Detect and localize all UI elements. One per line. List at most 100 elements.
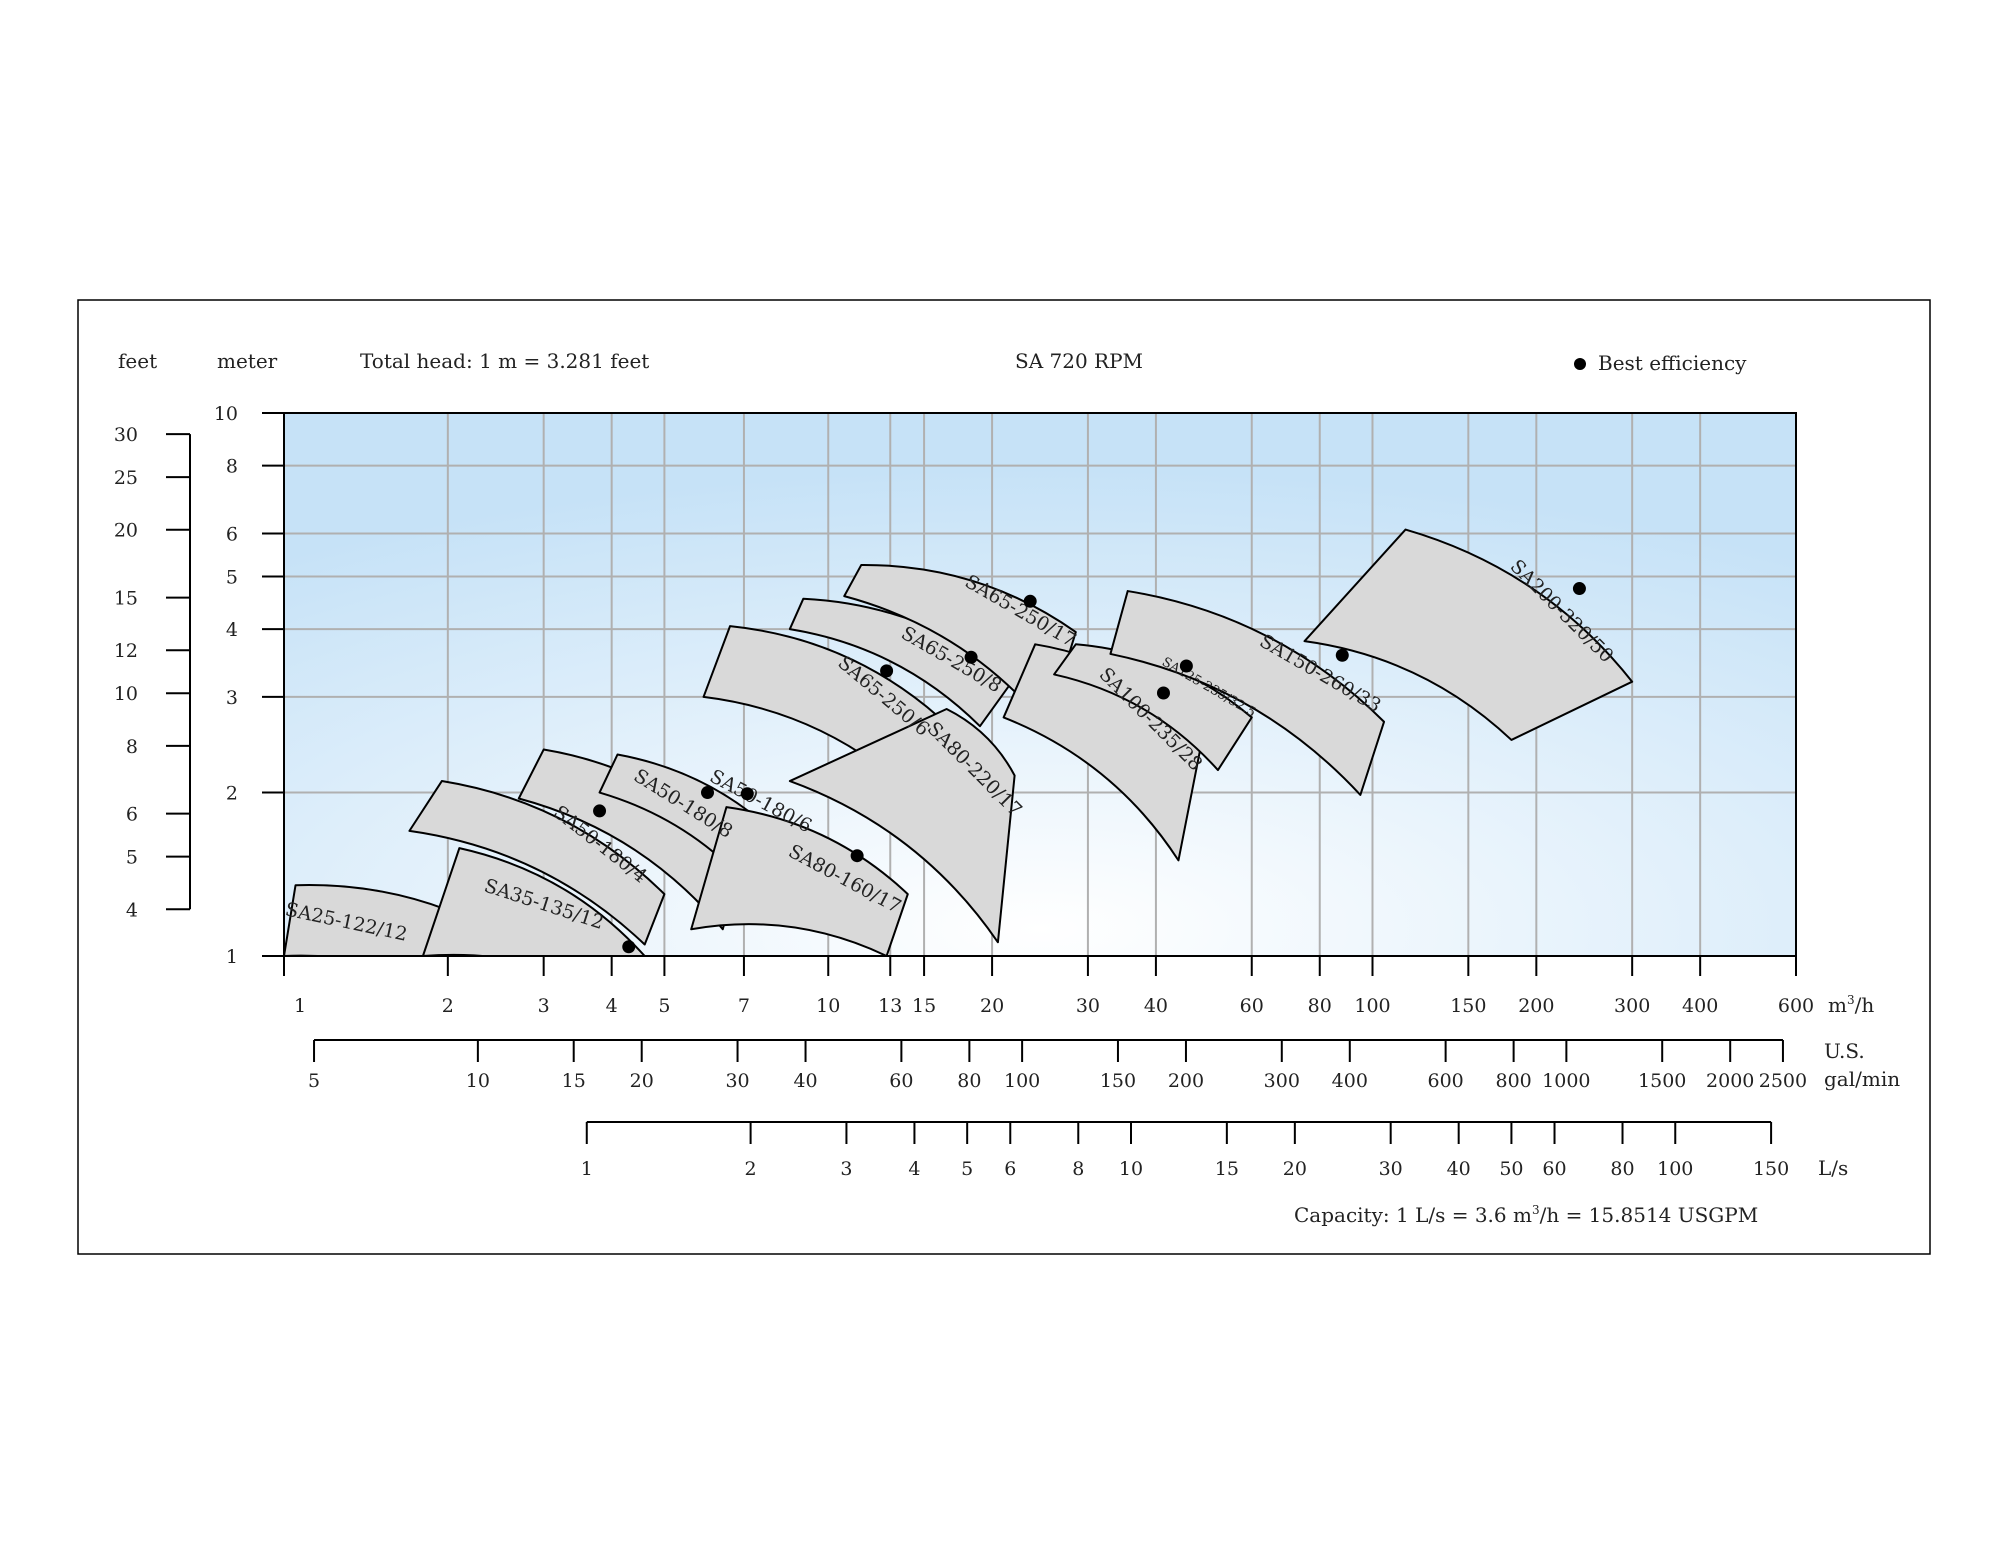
m3h-tick-label: 15 bbox=[912, 995, 936, 1017]
m3h-tick-label: 600 bbox=[1778, 995, 1814, 1017]
gpm-unit-label-2: gal/min bbox=[1824, 1067, 1900, 1091]
m3h-tick-label: 200 bbox=[1518, 995, 1554, 1017]
best-efficiency-point bbox=[1156, 686, 1170, 700]
gpm-tick-label: 40 bbox=[793, 1070, 817, 1092]
capacity-conversion-note: Capacity: 1 L/s = 3.6 m3/h = 15.8514 USG… bbox=[1294, 1203, 1758, 1227]
m3h-tick-label: 13 bbox=[878, 995, 902, 1017]
best-efficiency-point bbox=[622, 940, 636, 954]
ls-tick-label: 150 bbox=[1753, 1158, 1789, 1180]
m3h-tick-label: 7 bbox=[738, 995, 750, 1017]
gpm-tick-label: 80 bbox=[957, 1070, 981, 1092]
gpm-unit-label-1: U.S. bbox=[1824, 1039, 1865, 1063]
ls-tick-label: 1 bbox=[581, 1158, 593, 1180]
meter-tick-label: 4 bbox=[226, 619, 238, 641]
gpm-tick-label: 1000 bbox=[1542, 1070, 1590, 1092]
feet-tick-label: 4 bbox=[126, 899, 138, 921]
ls-tick-label: 20 bbox=[1283, 1158, 1307, 1180]
gpm-tick-label: 2000 bbox=[1706, 1070, 1754, 1092]
ls-tick-label: 40 bbox=[1447, 1158, 1471, 1180]
ls-tick-label: 10 bbox=[1119, 1158, 1143, 1180]
pump-zone bbox=[421, 847, 646, 956]
plot-border bbox=[283, 412, 1797, 957]
gpm-tick-label: 400 bbox=[1332, 1070, 1368, 1092]
best-efficiency-point bbox=[964, 650, 978, 664]
meter-tick-label: 6 bbox=[226, 523, 238, 545]
meter-tick-label: 2 bbox=[226, 783, 238, 805]
feet-tick-label: 10 bbox=[114, 683, 138, 705]
gpm-tick-label: 5 bbox=[308, 1070, 320, 1092]
chart-frame bbox=[77, 299, 1931, 1255]
meter-tick-label: 10 bbox=[214, 403, 238, 425]
gpm-tick-label: 200 bbox=[1168, 1070, 1204, 1092]
pump-zone bbox=[690, 806, 909, 956]
m3h-tick-label: 100 bbox=[1354, 995, 1390, 1017]
meter-axis: 1 2 3 4 5 6 8 10 bbox=[214, 403, 284, 968]
feet-tick-label: 30 bbox=[114, 424, 138, 446]
ls-tick-label: 3 bbox=[840, 1158, 852, 1180]
feet-tick-label: 8 bbox=[126, 736, 138, 758]
feet-tick-label: 6 bbox=[126, 804, 138, 826]
ls-tick-label: 50 bbox=[1499, 1158, 1523, 1180]
m3h-tick-label: 1 bbox=[294, 995, 306, 1017]
ls-tick-label: 4 bbox=[908, 1158, 920, 1180]
meter-axis-label: meter bbox=[217, 349, 278, 373]
gpm-tick-label: 60 bbox=[889, 1070, 913, 1092]
feet-tick-label: 20 bbox=[114, 520, 138, 542]
best-efficiency-point bbox=[850, 849, 864, 863]
feet-axis-label: feet bbox=[118, 349, 157, 373]
best-efficiency-point bbox=[740, 787, 754, 801]
best-efficiency-point bbox=[701, 786, 715, 800]
best-efficiency-legend-dot bbox=[1574, 358, 1586, 370]
m3h-unit-label: m3/h bbox=[1828, 993, 1874, 1017]
m3h-tick-label: 3 bbox=[538, 995, 550, 1017]
gpm-tick-label: 15 bbox=[562, 1070, 586, 1092]
feet-tick-label: 5 bbox=[126, 847, 138, 869]
meter-tick-label: 8 bbox=[226, 456, 238, 478]
m3h-tick-label: 4 bbox=[606, 995, 618, 1017]
m3h-tick-label: 150 bbox=[1450, 995, 1486, 1017]
gpm-tick-label: 2500 bbox=[1759, 1070, 1807, 1092]
ls-tick-label: 5 bbox=[961, 1158, 973, 1180]
gpm-tick-label: 30 bbox=[725, 1070, 749, 1092]
m3h-tick-label: 60 bbox=[1240, 995, 1264, 1017]
feet-tick-label: 25 bbox=[114, 467, 138, 489]
pump-zone bbox=[788, 708, 1016, 944]
head-conversion-note: Total head: 1 m = 3.281 feet bbox=[360, 349, 649, 373]
gpm-tick-label: 150 bbox=[1100, 1070, 1136, 1092]
pump-zone bbox=[788, 597, 1016, 728]
best-efficiency-point bbox=[1335, 648, 1349, 662]
legend-label: Best efficiency bbox=[1598, 351, 1747, 375]
gpm-tick-label: 100 bbox=[1004, 1070, 1040, 1092]
m3h-tick-label: 5 bbox=[658, 995, 670, 1017]
m3h-tick-label: 80 bbox=[1308, 995, 1332, 1017]
best-efficiency-point bbox=[1023, 594, 1037, 608]
m3h-tick-label: 300 bbox=[1614, 995, 1650, 1017]
meter-tick-label: 3 bbox=[226, 687, 238, 709]
ls-tick-label: 15 bbox=[1215, 1158, 1239, 1180]
pump-zone bbox=[408, 780, 666, 946]
gpm-tick-label: 10 bbox=[466, 1070, 490, 1092]
gpm-tick-label: 800 bbox=[1495, 1070, 1531, 1092]
gpm-tick-label: 20 bbox=[630, 1070, 654, 1092]
gpm-tick-label: 300 bbox=[1264, 1070, 1300, 1092]
meter-tick-label: 5 bbox=[226, 566, 238, 588]
gpm-tick-label: 1500 bbox=[1638, 1070, 1686, 1092]
m3h-tick-label: 30 bbox=[1076, 995, 1100, 1017]
m3h-tick-label: 10 bbox=[816, 995, 840, 1017]
gpm-axis: 5 10 15 20 30 40 60 80 100 150 200 300 400 600 800 1000… bbox=[308, 1039, 1807, 1092]
ls-tick-label: 2 bbox=[745, 1158, 757, 1180]
gpm-tick-label: 600 bbox=[1427, 1070, 1463, 1092]
ls-tick-label: 80 bbox=[1610, 1158, 1634, 1180]
meter-tick-label: 1 bbox=[226, 946, 238, 968]
feet-tick-label: 12 bbox=[114, 640, 138, 662]
ls-tick-label: 100 bbox=[1657, 1158, 1693, 1180]
chart-title: SA 720 RPM bbox=[1015, 349, 1143, 373]
best-efficiency-point bbox=[880, 664, 894, 678]
m3h-tick-label: 20 bbox=[980, 995, 1004, 1017]
pump-zone bbox=[1303, 528, 1634, 741]
